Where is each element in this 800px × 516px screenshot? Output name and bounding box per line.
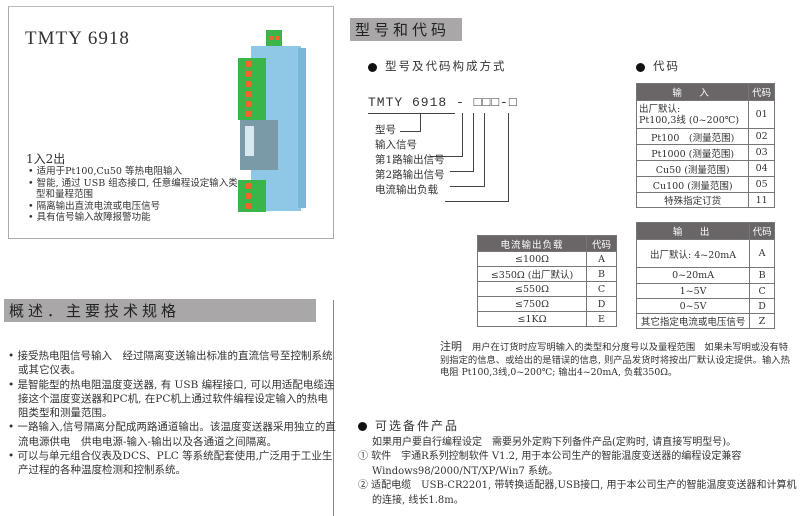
- bullet-icon: [636, 62, 645, 72]
- feature-item: • 智能, 通过 USB 组态接口, 任意编程设定输入类型和量程范围: [28, 177, 238, 201]
- product-box: [8, 6, 334, 239]
- product-title: TMTY 6918: [25, 28, 130, 49]
- feature-list: • 适用于Pt100,Cu50 等热电阻输入 • 智能, 通过 USB 组态接口…: [28, 166, 238, 224]
- order-note: 注明用户在订货时应写明输入的类型和分度号以及量程范围 如果未写明或没有特别指定的…: [440, 340, 790, 378]
- spec-item: • 一路输入,信号隔离分配成两路通道输出。该温度变送器采用独立的直流电源供电 供…: [8, 421, 336, 448]
- feature-item: • 隔离输出直流电流或电压信号: [28, 200, 161, 212]
- optional-item: ① 软件 宇通R系列控制软件 V1.2, 用于本公司生产的智能温度变送器的编程设…: [358, 451, 742, 477]
- device-image: [238, 30, 306, 212]
- spec-item: • 是智能型的热电阻温度变送器, 有 USB 编程接口, 可以用适配电缆连接这个…: [8, 378, 335, 420]
- feature-item: • 具有信号输入故障报警功能: [28, 212, 151, 223]
- label-output1: 第1路输出信号: [375, 154, 445, 166]
- label-input: 输入信号: [375, 139, 417, 151]
- optional-item: ② 适配电缆 USB-CR2201, 带转换适配器,USB接口, 用于本公司生产…: [358, 480, 797, 506]
- input-table: 输 入代码 出厂默认: Pt100,3线 (0~200℃)01 Pt100 (测…: [635, 83, 775, 208]
- code-heading: 代码: [636, 58, 680, 74]
- optional-intro: 如果用户要自行编程设定 需要另外定购下列备件产品(定购时, 请直接写明型号)。: [372, 436, 737, 448]
- bullet-icon: [368, 62, 377, 72]
- optional-accessories: 可选备件产品 如果用户要自行编程设定 需要另外定购下列备件产品(定购时, 请直接…: [358, 419, 798, 508]
- feature-item: • 适用于Pt100,Cu50 等热电阻输入: [28, 166, 182, 177]
- spec-item: • 可以与单元组合仪表及DCS、PLC 等系统配套使用,广泛用于工业生产过程的各…: [8, 450, 333, 477]
- bullet-icon: [358, 422, 367, 431]
- label-load: 电流输出负载: [375, 184, 438, 196]
- spec-item: • 接受热电阻信号输入 经过隔离变送输出标准的直流信号至控制系统或其它仪表。: [8, 350, 333, 377]
- model-string: TMTY 6918 - □□□-□: [368, 95, 518, 110]
- label-model: 型号: [375, 124, 396, 136]
- overview-heading: 概述．主要技术规格: [4, 299, 316, 322]
- divider: [333, 300, 334, 516]
- spec-list: • 接受热电阻信号输入 经过隔离变送输出标准的直流信号至控制系统或其它仪表。 •…: [8, 349, 338, 478]
- structure-heading: 型号及代码构成方式: [368, 58, 507, 74]
- model-code-heading: 型号和代码: [350, 18, 462, 41]
- label-output2: 第2路输出信号: [375, 169, 445, 181]
- product-subtitle: 1入2出: [26, 152, 66, 166]
